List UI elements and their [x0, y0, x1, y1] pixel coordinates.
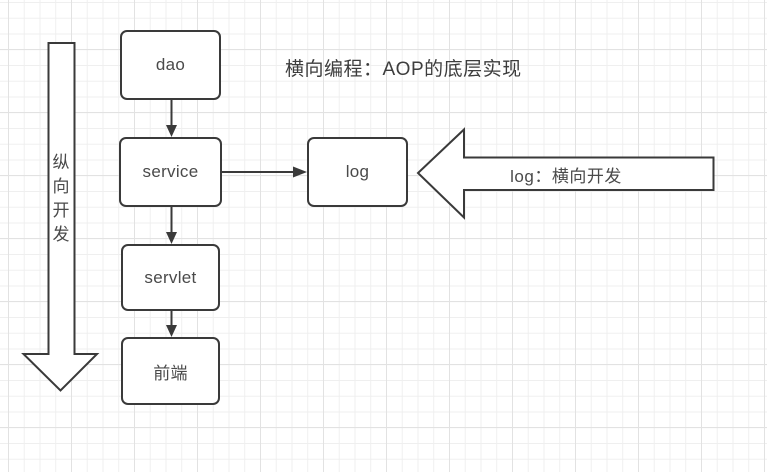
node-frontend-label: 前端 [153, 363, 188, 383]
node-dao[interactable]: dao [120, 30, 221, 100]
node-log-label: log [345, 162, 370, 181]
node-log[interactable]: log [307, 137, 408, 207]
annotation-title: 横向编程：AOP的底层实现 [285, 59, 522, 80]
node-dao-label: dao [155, 55, 186, 74]
node-servlet[interactable]: servlet [121, 244, 220, 311]
edge-service-log[interactable] [222, 166, 307, 178]
vertical-arrow-label: 纵向开发 [52, 153, 70, 244]
vertical-development-arrow[interactable] [21, 42, 100, 392]
node-service-label: service [142, 162, 199, 181]
edge-servlet-frontend[interactable] [166, 311, 177, 337]
edge-service-servlet[interactable] [166, 207, 177, 244]
log-callout-arrow[interactable] [416, 127, 715, 220]
node-servlet-label: servlet [144, 267, 197, 287]
node-service[interactable]: service [119, 137, 222, 207]
callout-arrow-label: log：横向开发 [510, 166, 622, 186]
edge-dao-service[interactable] [166, 100, 177, 137]
node-frontend[interactable]: 前端 [121, 337, 220, 405]
